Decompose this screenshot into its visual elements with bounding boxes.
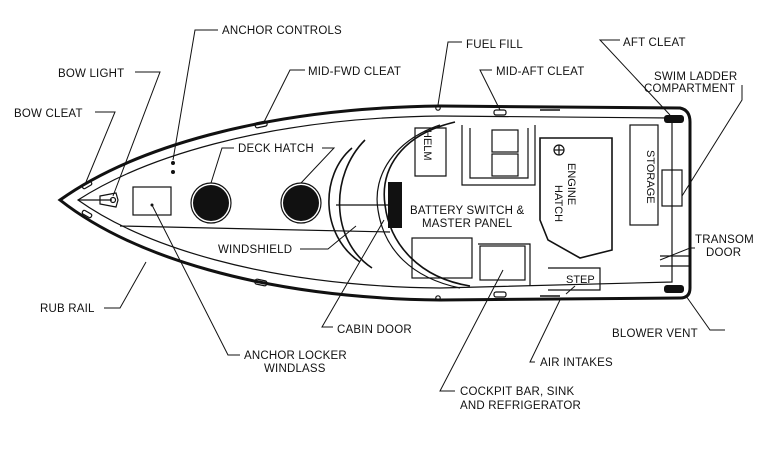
label-fuel-fill: FUEL FILL <box>466 39 523 51</box>
mid-fwd-cleat-stbd <box>254 278 268 287</box>
cabin-arc <box>383 121 471 287</box>
label-swim-ladder-1: SWIM LADDER <box>654 71 737 83</box>
deck-hatch-aft <box>283 185 319 221</box>
swim-ladder-compartment <box>661 169 683 207</box>
engine-hatch <box>539 137 613 259</box>
label-step: STEP <box>566 274 595 286</box>
bar-outline <box>478 243 531 286</box>
anchor-locker <box>132 186 172 216</box>
label-anchor-controls: ANCHOR CONTROLS <box>222 25 342 37</box>
label-anchor-locker-2: WINDLASS <box>264 363 326 375</box>
anchor-control-dot-2 <box>171 170 175 174</box>
bow-cleat-port <box>81 180 93 190</box>
deck-hatch-fwd <box>193 185 229 221</box>
label-aft-cleat: AFT CLEAT <box>623 37 686 49</box>
label-engine-hatch-1: ENGINE <box>565 163 577 205</box>
anchor-control-dot-1 <box>171 161 175 165</box>
deck-inner-line <box>76 115 673 289</box>
label-cockpit-2: AND REFRIGERATOR <box>460 400 581 412</box>
label-mid-fwd-cleat: MID-FWD CLEAT <box>308 66 401 78</box>
leader-lines <box>85 29 743 392</box>
hull-outline <box>57 104 692 302</box>
mid-fwd-cleat <box>254 120 268 129</box>
label-bow-cleat: BOW CLEAT <box>14 108 83 120</box>
fuel-fill-port <box>435 105 441 111</box>
bow-light-mark <box>99 192 119 208</box>
aft-cleat-port <box>664 115 684 123</box>
step-area <box>548 267 601 291</box>
mid-aft-cleat-stbd <box>493 291 507 298</box>
label-mid-aft-cleat: MID-AFT CLEAT <box>496 66 584 78</box>
label-battery-2: MASTER PANEL <box>422 218 513 230</box>
fuel-fill-stbd <box>435 295 441 301</box>
windshield-frame <box>338 139 373 269</box>
label-engine-hatch-2: HATCH <box>552 185 564 222</box>
label-transom-1: TRANSOM <box>695 234 754 246</box>
label-storage: STORAGE <box>644 150 656 204</box>
label-bow-light: BOW LIGHT <box>58 68 124 80</box>
label-anchor-locker-1: ANCHOR LOCKER <box>244 350 347 362</box>
label-blower-vent: BLOWER VENT <box>612 328 698 340</box>
battery-switch-block <box>388 182 402 228</box>
deck-seam <box>119 225 391 233</box>
cockpit-bar <box>411 237 473 279</box>
bow-light-dot <box>109 196 117 204</box>
bow-cleat-starboard <box>81 209 93 219</box>
label-battery-1: BATTERY SWITCH & <box>410 205 525 217</box>
label-cabin-door: CABIN DOOR <box>337 324 412 336</box>
helm-console <box>414 127 447 177</box>
label-cockpit-1: COCKPIT BAR, SINK <box>460 386 575 398</box>
cockpit-seat-inner <box>469 128 529 179</box>
cockpit-seat-outline <box>461 125 536 186</box>
label-air-intakes: AIR INTAKES <box>540 357 613 369</box>
sink-refrigerator <box>479 245 526 281</box>
label-rub-rail: RUB RAIL <box>40 303 95 315</box>
windshield-outer <box>328 147 361 263</box>
label-helm: HELM <box>421 130 433 161</box>
cockpit-cushion <box>491 129 519 153</box>
storage-compartment <box>629 124 659 226</box>
label-windshield: WINDSHIELD <box>218 244 292 256</box>
label-transom-2: DOOR <box>706 247 741 259</box>
cockpit-cushion-2 <box>491 153 519 177</box>
label-deck-hatch: DECK HATCH <box>238 143 314 155</box>
label-swim-ladder-2: COMPARTMENT <box>644 83 735 95</box>
aft-cleat-starboard <box>664 285 684 293</box>
cabin-arc-inner <box>376 124 461 289</box>
